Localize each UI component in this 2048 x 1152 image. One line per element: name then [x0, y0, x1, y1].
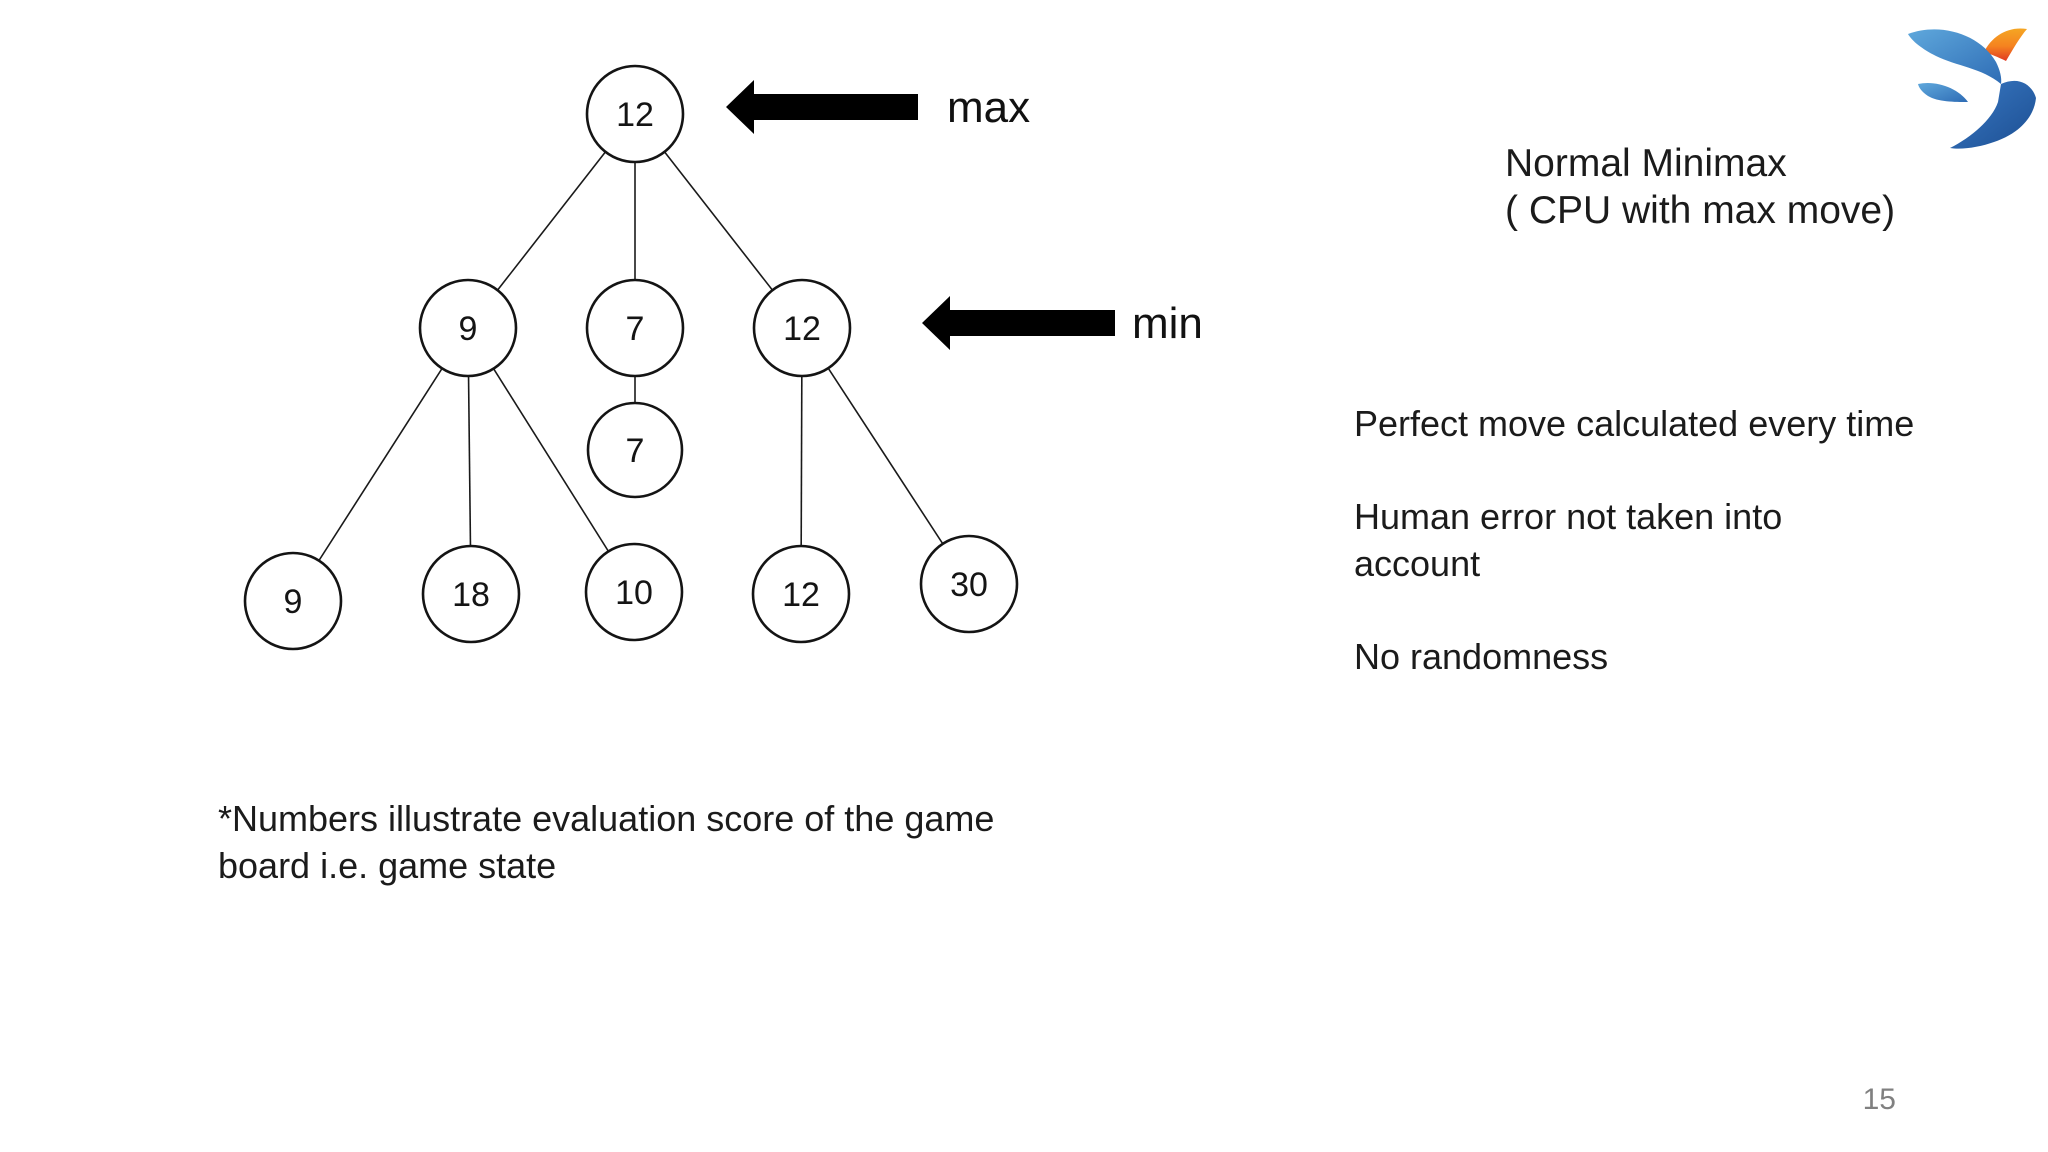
tree-node-value: 9 — [459, 310, 478, 348]
tree-node-value: 10 — [615, 574, 653, 612]
logo-flame-shape — [1984, 28, 2027, 61]
tree-edge — [467, 327, 635, 593]
logo-body-shape — [1950, 80, 2036, 149]
bullet-item: Perfect move calculated every time — [1354, 403, 1915, 444]
tree-node-circle — [585, 64, 685, 164]
tree-node-circle — [585, 278, 685, 378]
min-label: min — [1132, 299, 1203, 348]
tree-node-circle — [243, 551, 343, 651]
tree-node-circle — [752, 278, 852, 378]
tree-node-circle — [584, 542, 684, 642]
tree-node-circle — [751, 544, 851, 644]
tree-node-value: 12 — [616, 96, 654, 134]
bird-logo-icon — [1908, 28, 2036, 149]
page-number: 15 — [1862, 1083, 1896, 1116]
tree-node-circle — [586, 401, 684, 499]
tree-node-value: 18 — [452, 576, 490, 614]
max-arrow-icon — [726, 80, 918, 134]
bullet-item: Human error not taken into account — [1354, 496, 1783, 584]
title-line-2: ( CPU with max move) — [1505, 189, 1896, 232]
slide-title: Normal Minimax ( CPU with max move) — [1505, 140, 1895, 234]
tree-node-value: 9 — [284, 583, 303, 621]
footnote: *Numbers illustrate evaluation score of … — [218, 798, 995, 886]
logo — [1896, 22, 2040, 154]
tree-node-value: 30 — [950, 566, 988, 604]
tree-node-circle — [418, 278, 518, 378]
tree-node-circle — [919, 534, 1019, 634]
tree-node-value: 12 — [783, 310, 821, 348]
bullet-list: Perfect move calculated every time Human… — [1354, 400, 1974, 726]
tree-node-circle — [421, 544, 521, 644]
title-line-1: Normal Minimax — [1505, 142, 1787, 185]
tree-node-value: 12 — [782, 576, 820, 614]
tree-node-value: 7 — [626, 310, 645, 348]
bullet-item: No randomness — [1354, 636, 1609, 677]
tree-edge — [292, 327, 469, 602]
logo-lower-wing-shape — [1918, 82, 1968, 102]
min-arrow-icon — [922, 296, 1115, 350]
tree-node-value: 7 — [626, 432, 645, 470]
tree-edge — [801, 327, 970, 585]
logo-upper-wing-shape — [1908, 29, 2002, 84]
max-label: max — [947, 83, 1030, 132]
